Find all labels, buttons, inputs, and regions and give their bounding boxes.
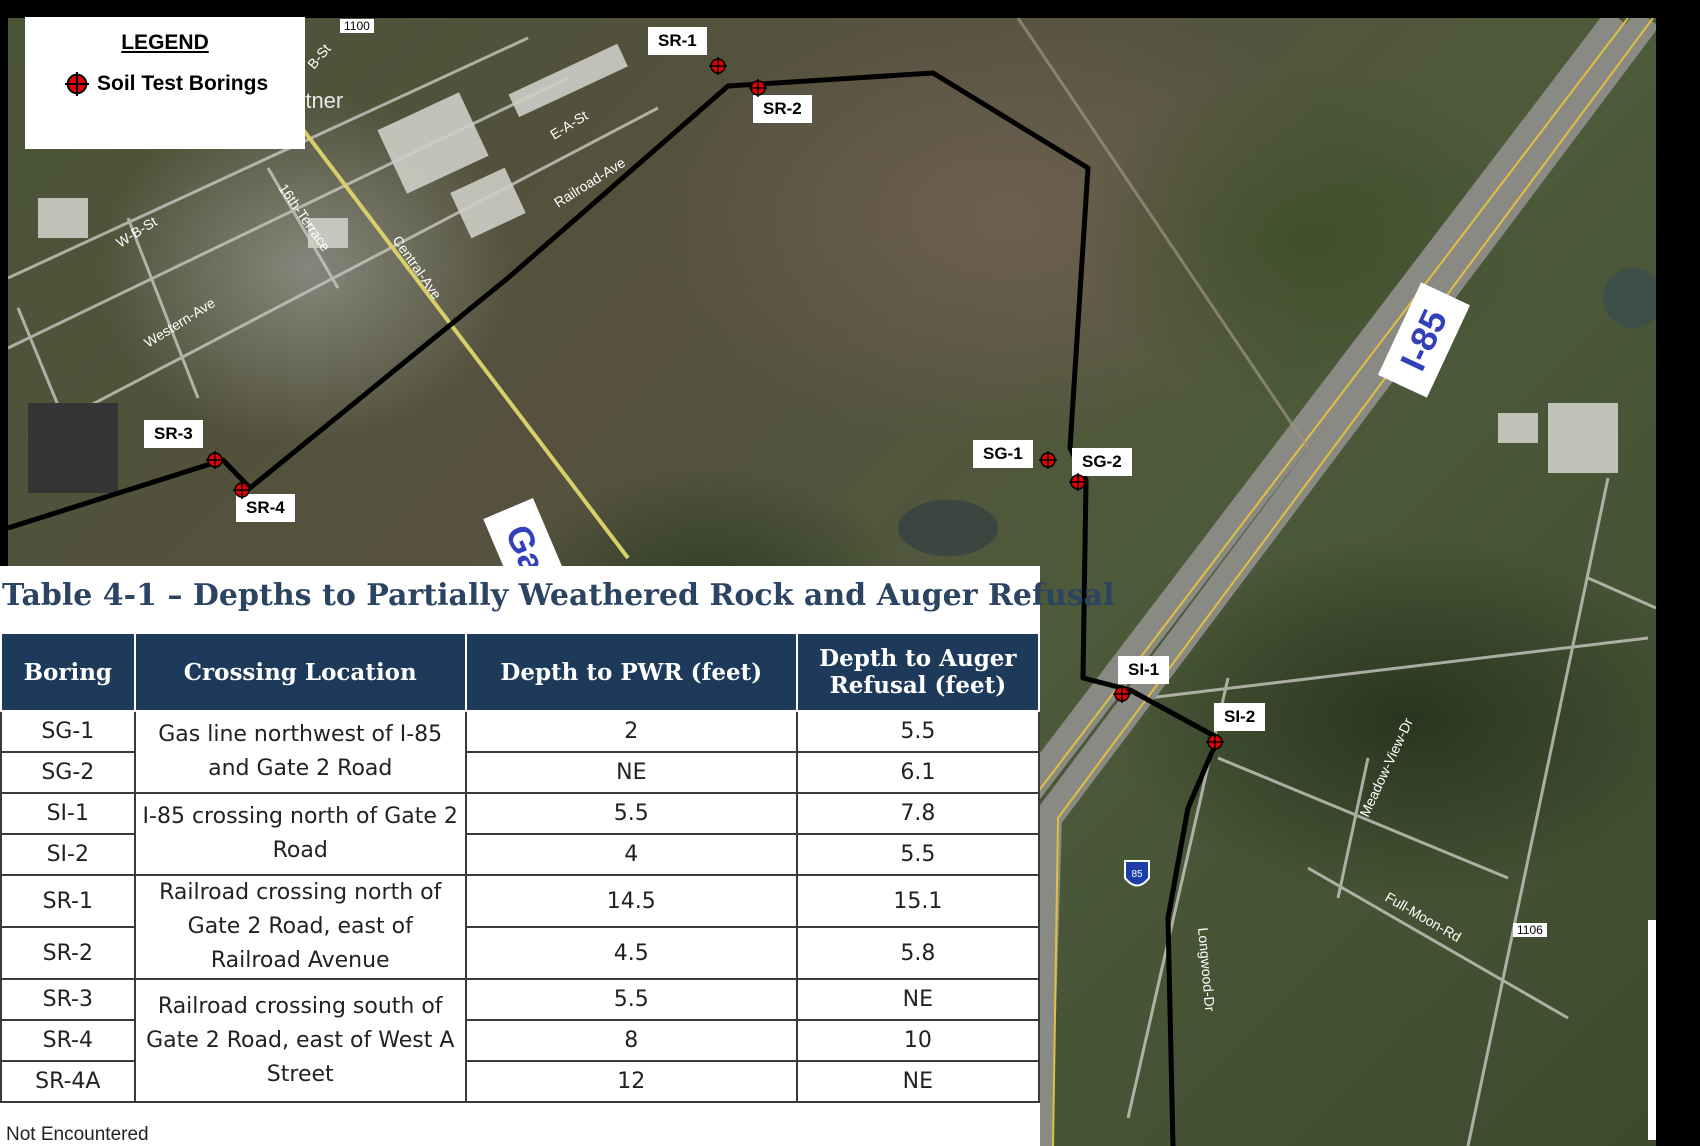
boring-label-sg2: SG-2 <box>1072 448 1132 476</box>
boring-label-si1: SI-1 <box>1118 656 1170 684</box>
cell-boring: SI-2 <box>0 833 136 876</box>
central-avenue-road <box>296 121 630 560</box>
buildings <box>38 43 1618 473</box>
boring-marker-icon[interactable] <box>1069 473 1087 491</box>
table-row: SR-4A 12 NE <box>0 1060 1041 1103</box>
cell-refusal: 7.8 <box>795 792 1041 835</box>
header-crossing-location: Crossing Location <box>133 632 467 712</box>
depths-table: Boring Crossing Location Depth to PWR (f… <box>0 632 1041 1103</box>
cell-refusal: 5.5 <box>795 833 1041 876</box>
i85-shield-icon <box>1124 860 1150 887</box>
street-b-st: B-St <box>304 41 334 72</box>
legend-title: LEGEND <box>121 31 209 54</box>
cell-boring: SR-3 <box>0 978 136 1021</box>
table-panel: Table 4-1 – Depths to Partially Weathere… <box>0 566 1114 1146</box>
boring-marker-icon[interactable] <box>1039 451 1057 469</box>
table-row: SG-2 NE 6.1 <box>0 751 1041 794</box>
town-streets <box>8 36 1656 1146</box>
legend-item-soil-test-borings: Soil Test Borings <box>65 72 268 96</box>
cell-location: Railroad crossing north of Gate 2 Road, … <box>133 874 467 980</box>
table-row: SR-2 4.5 5.8 <box>0 926 1041 980</box>
cell-refusal: 6.1 <box>795 751 1041 794</box>
map-legend: LEGEND Soil Test Borings <box>25 17 305 149</box>
table-row: SG-1 Gas line northwest of I-85 and Gate… <box>0 710 1041 794</box>
pond <box>1603 268 1656 328</box>
route-1100-label: 1100 <box>340 19 374 33</box>
table-row: SI-1 I-85 crossing north of Gate 2 Road … <box>0 792 1041 876</box>
cell-pwr: 4.5 <box>464 926 798 980</box>
boring-label-sr2: SR-2 <box>753 95 812 123</box>
cell-boring: SR-4 <box>0 1019 136 1062</box>
header-boring: Boring <box>0 632 136 712</box>
cell-pwr: 8 <box>464 1019 798 1062</box>
cell-location: I-85 crossing north of Gate 2 Road <box>133 792 467 876</box>
boring-label-si2: SI-2 <box>1214 703 1266 731</box>
cell-boring: SG-2 <box>0 751 136 794</box>
table-row: SI-2 4 5.5 <box>0 833 1041 876</box>
table-footnote: Not Encountered <box>6 1124 149 1145</box>
cell-pwr: 14.5 <box>464 874 798 928</box>
i85-shield-text: 85 <box>1131 869 1143 880</box>
building-dark <box>28 403 118 493</box>
route-1106-label: 1106 <box>1513 923 1547 937</box>
cell-boring: SR-4A <box>0 1060 136 1103</box>
cell-boring: SI-1 <box>0 792 136 835</box>
cell-pwr: 5.5 <box>464 978 798 1021</box>
cell-location: Railroad crossing south of Gate 2 Road, … <box>133 978 467 1103</box>
legend-item-label: Soil Test Borings <box>97 72 269 95</box>
table-row: SR-1 Railroad crossing north of Gate 2 R… <box>0 874 1041 980</box>
boring-marker-icon[interactable] <box>1113 685 1131 703</box>
boring-marker-icon[interactable] <box>206 451 224 469</box>
cell-pwr: 12 <box>464 1060 798 1103</box>
cell-location: Gas line northwest of I-85 and Gate 2 Ro… <box>133 710 467 794</box>
cell-refusal: NE <box>795 978 1041 1021</box>
header-depth-refusal: Depth to Auger Refusal (feet) <box>795 632 1041 712</box>
street-e-a-st: E-A-St <box>547 107 591 142</box>
boring-label-sr3: SR-3 <box>144 420 203 448</box>
cell-boring: SR-2 <box>0 926 136 980</box>
pipeline-alignment <box>8 70 1221 1146</box>
cell-refusal: 15.1 <box>795 874 1041 928</box>
cell-boring: SR-1 <box>0 874 136 928</box>
boring-marker-icon[interactable] <box>749 79 767 97</box>
cell-refusal: 5.5 <box>795 710 1041 753</box>
cell-pwr: 2 <box>464 710 798 753</box>
street-western-ave: Western-Ave <box>141 294 218 350</box>
street-central-ave: Central-Ave <box>390 233 445 303</box>
street-longwood: Longwood-Dr <box>1195 927 1218 1012</box>
street-partner: rtner <box>298 88 343 113</box>
street-16th-terrace: 16th-Terrace <box>276 181 334 255</box>
cell-boring: SG-1 <box>0 710 136 753</box>
table-header-row: Boring Crossing Location Depth to PWR (f… <box>0 632 1041 712</box>
table-row: SR-4 8 10 <box>0 1019 1041 1062</box>
cell-refusal: NE <box>795 1060 1041 1103</box>
north-arrow-icon <box>1648 920 1656 1140</box>
boring-label-sr4: SR-4 <box>236 494 295 522</box>
table-title: Table 4-1 – Depths to Partially Weathere… <box>2 578 1115 613</box>
railroad-corridor <box>1016 18 1310 449</box>
cell-refusal: 5.8 <box>795 926 1041 980</box>
boring-marker-icon[interactable] <box>709 57 727 75</box>
cell-refusal: 10 <box>795 1019 1041 1062</box>
boring-label-sg1: SG-1 <box>973 440 1033 468</box>
boring-marker-icon[interactable] <box>233 481 251 499</box>
header-depth-pwr: Depth to PWR (feet) <box>464 632 798 712</box>
cell-pwr: NE <box>464 751 798 794</box>
cell-pwr: 4 <box>464 833 798 876</box>
cell-pwr: 5.5 <box>464 792 798 835</box>
table-row: SR-3 Railroad crossing south of Gate 2 R… <box>0 978 1041 1103</box>
boring-label-sr1: SR-1 <box>648 27 707 55</box>
boring-marker-icon[interactable] <box>1206 733 1224 751</box>
boring-marker-icon <box>65 72 89 96</box>
north-arrow <box>1648 920 1656 1140</box>
pond-2 <box>898 500 998 556</box>
